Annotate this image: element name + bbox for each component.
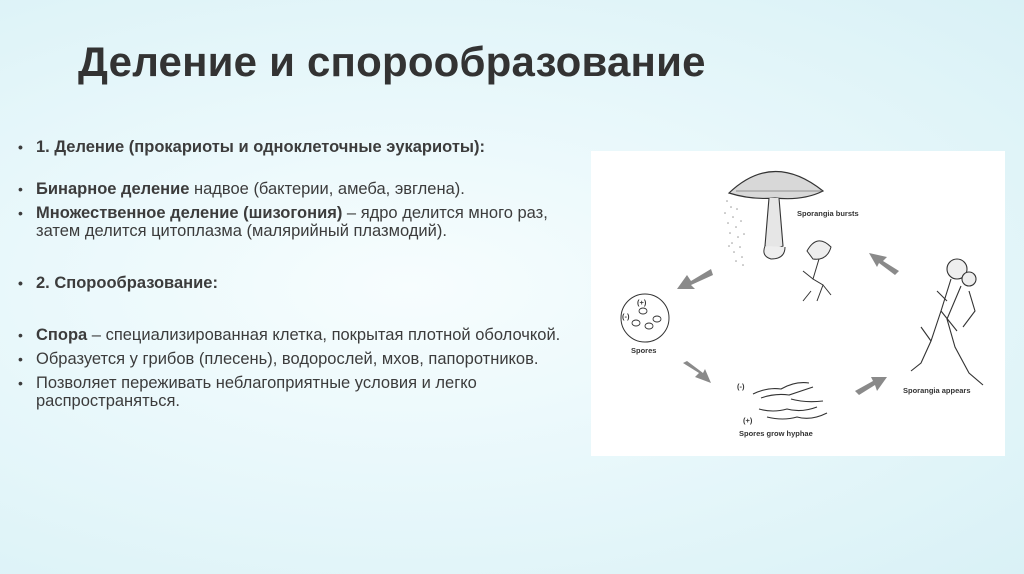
hyphae-plus-label: (+) (743, 416, 753, 425)
arrow-to-spores-icon (677, 269, 713, 289)
label-sporangia-appears: Sporangia appears (903, 386, 971, 395)
spore-term: Спора (36, 326, 88, 344)
multiple-division-text: – ядро делится много раз, затем делится … (36, 204, 548, 240)
bullet-division-heading: • 1. Деление (прокариоты и одноклеточные… (18, 138, 578, 156)
bullet-dot: • (18, 327, 23, 343)
cycle-arrows (677, 253, 899, 395)
bullet-spore-advantage: • Позволяет переживать неблагоприятные у… (18, 374, 578, 410)
spore-advantage-text: Позволяет переживать неблагоприятные усл… (36, 374, 477, 410)
bullet-dot: • (18, 181, 23, 197)
arrow-to-mushroom-icon (869, 253, 899, 275)
hyphae-minus-label: (-) (737, 382, 745, 391)
bullet-dot: • (18, 205, 23, 221)
bursting-sporangium (802, 240, 832, 302)
spore-occurrence-text: Образуется у грибов (плесень), водоросле… (36, 350, 539, 368)
arrow-to-sporangia-icon (855, 377, 887, 395)
slide-title: Деление и спорообразование (78, 38, 706, 85)
hyphae-illustration (752, 382, 828, 420)
label-sporangia-bursts: Sporangia bursts (797, 209, 859, 218)
spore-definition-text: – специализированная клетка, покрытая пл… (87, 326, 561, 344)
bullet-dot: • (18, 351, 23, 367)
bullet-spore-occurrence: • Образуется у грибов (плесень), водорос… (18, 350, 578, 368)
bullet-binary-division: • Бинарное деление надвое (бактерии, аме… (18, 180, 578, 198)
bullet-spore-definition: • Спора – специализированная клетка, пок… (18, 326, 578, 344)
division-heading-text: 1. Деление (прокариоты и одноклеточные э… (36, 138, 485, 156)
sporulation-heading-text: 2. Спорообразование: (36, 274, 218, 292)
label-spores-grow-hyphae: Spores grow hyphae (739, 429, 813, 438)
spores-group: (+) (-) (620, 293, 670, 343)
bullet-multiple-division: • Множественное деление (шизогония) – яд… (18, 204, 578, 240)
bullet-dot: • (18, 375, 23, 391)
binary-division-term: Бинарное деление (36, 180, 190, 198)
spore-cloud (724, 200, 745, 266)
multiple-division-term: Множественное деление (шизогония) (36, 204, 343, 222)
bullet-dot: • (18, 139, 23, 155)
mushroom-illustration (727, 170, 825, 260)
spores-minus-label: (-) (622, 312, 630, 321)
sporangia-illustration (910, 258, 984, 386)
bullet-dot: • (18, 275, 23, 291)
bullet-sporulation-heading: • 2. Спорообразование: (18, 274, 578, 292)
spores-plus-label: (+) (637, 298, 647, 307)
binary-division-text: надвое (бактерии, амеба, эвглена). (189, 180, 465, 198)
life-cycle-diagram: Sporangia bursts (+) (-) Spores (620, 170, 984, 438)
arrow-to-hyphae-icon (683, 361, 711, 383)
bullet-list: • 1. Деление (прокариоты и одноклеточные… (18, 138, 578, 416)
label-spores: Spores (631, 346, 656, 355)
fungus-life-cycle-figure: Sporangia bursts (+) (-) Spores (591, 151, 1005, 456)
